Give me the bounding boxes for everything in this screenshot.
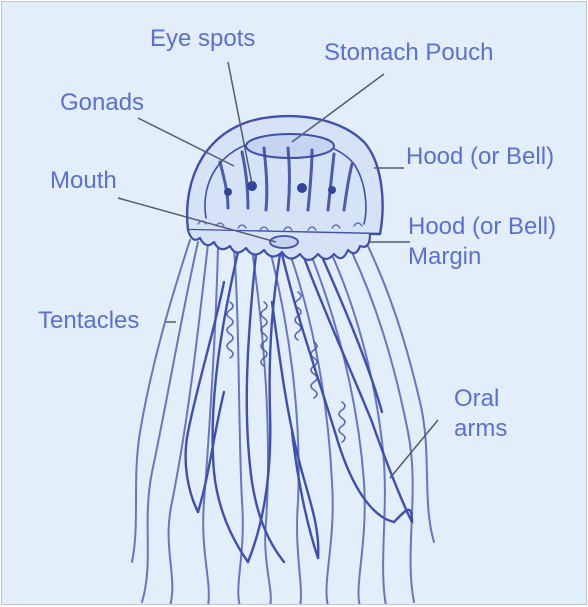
tentacles — [132, 240, 434, 605]
label-gonads: Gonads — [60, 88, 144, 118]
label-stomach-pouch: Stomach Pouch — [324, 38, 493, 68]
label-oral-arms-line2: arms — [454, 414, 507, 444]
label-hood-margin-line1: Hood (or Bell) — [408, 212, 556, 242]
label-hood-margin-line2: Margin — [408, 242, 556, 272]
label-hood: Hood (or Bell) — [406, 142, 554, 172]
label-oral-arms-line1: Oral — [454, 384, 507, 414]
label-mouth: Mouth — [50, 166, 117, 196]
label-tentacles: Tentacles — [38, 306, 139, 336]
label-oral-arms: Oral arms — [454, 384, 507, 444]
label-hood-margin: Hood (or Bell) Margin — [408, 212, 556, 272]
pointer-oral-arms — [390, 420, 438, 478]
label-eye-spots: Eye spots — [150, 24, 255, 54]
